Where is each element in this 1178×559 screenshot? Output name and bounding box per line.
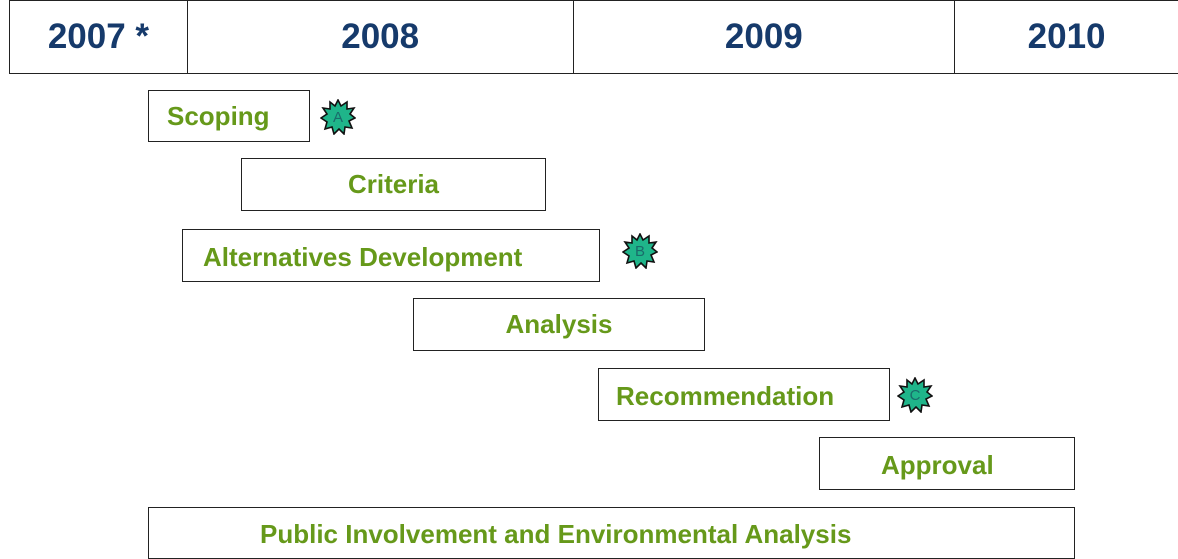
- phase-label: Criteria: [347, 169, 440, 199]
- starburst-icon: [622, 233, 658, 269]
- milestone-c: C: [897, 377, 933, 413]
- phase-label: Recommendation: [616, 381, 835, 411]
- phase-recommendation: Recommendation: [598, 368, 890, 421]
- starburst-icon: [320, 99, 356, 135]
- year-2007-cell: 2007 *: [10, 1, 188, 73]
- phase-analysis: Analysis: [413, 298, 705, 351]
- milestone-letter: A: [332, 108, 343, 126]
- year-label: 2007 *: [47, 17, 150, 56]
- phase-label: Approval: [881, 450, 994, 480]
- phase-label: Analysis: [505, 309, 613, 339]
- phase-label: Public Involvement and Environmental Ana…: [260, 519, 852, 549]
- phase-alternatives-development: Alternatives Development: [182, 229, 600, 282]
- starburst-icon: [897, 377, 933, 413]
- year-2008-cell: 2008: [188, 1, 574, 73]
- milestone-letter: C: [909, 386, 921, 404]
- phase-label: Scoping: [167, 101, 270, 131]
- milestone-letter: B: [634, 242, 645, 260]
- phase-label: Alternatives Development: [203, 242, 523, 272]
- year-2009-cell: 2009: [574, 1, 956, 73]
- phase-approval: Approval: [819, 437, 1075, 490]
- milestone-a: A: [320, 99, 356, 135]
- milestone-b: B: [622, 233, 658, 269]
- year-label: 2008: [341, 17, 420, 56]
- year-2010-cell: 2010: [955, 1, 1178, 73]
- year-label: 2010: [1027, 17, 1106, 56]
- year-label: 2009: [724, 17, 803, 56]
- phase-scoping: Scoping: [148, 90, 310, 142]
- year-header: 2007 * 2008 2009 2010: [9, 0, 1178, 74]
- phase-criteria: Criteria: [241, 158, 546, 211]
- phase-public-involvement: Public Involvement and Environmental Ana…: [148, 507, 1075, 559]
